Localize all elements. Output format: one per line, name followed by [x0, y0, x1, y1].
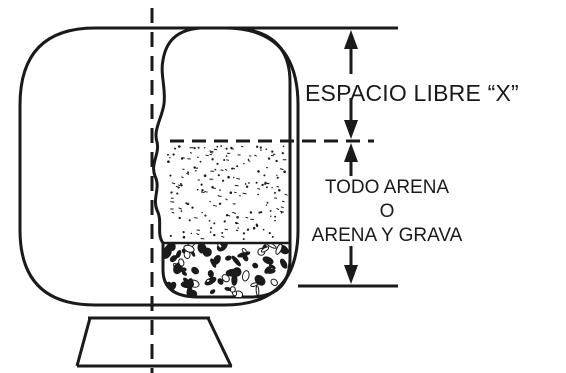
arrow-up-icon: [344, 143, 358, 162]
free-space-label: ESPACIO LIBRE “X”: [305, 80, 519, 106]
sand-label-line-2: O: [379, 201, 395, 222]
free-space-dimension: [344, 30, 358, 139]
gravel-layer: [163, 243, 290, 297]
cutaway-window: [152, 26, 292, 299]
tank-stand: [75, 316, 233, 368]
arrow-down-icon: [344, 120, 358, 139]
arrow-up-icon: [344, 30, 358, 49]
media-label-block: TODO ARENA O ARENA Y GRAVA: [292, 176, 482, 248]
tank-body: [18, 26, 300, 307]
arrow-down-icon: [344, 265, 358, 284]
sand-label-line-3: ARENA Y GRAVA: [311, 225, 463, 246]
media-depth-dimension: [344, 143, 358, 284]
sand-label-line-1: TODO ARENA: [324, 177, 450, 198]
sand-layer: [167, 145, 288, 241]
